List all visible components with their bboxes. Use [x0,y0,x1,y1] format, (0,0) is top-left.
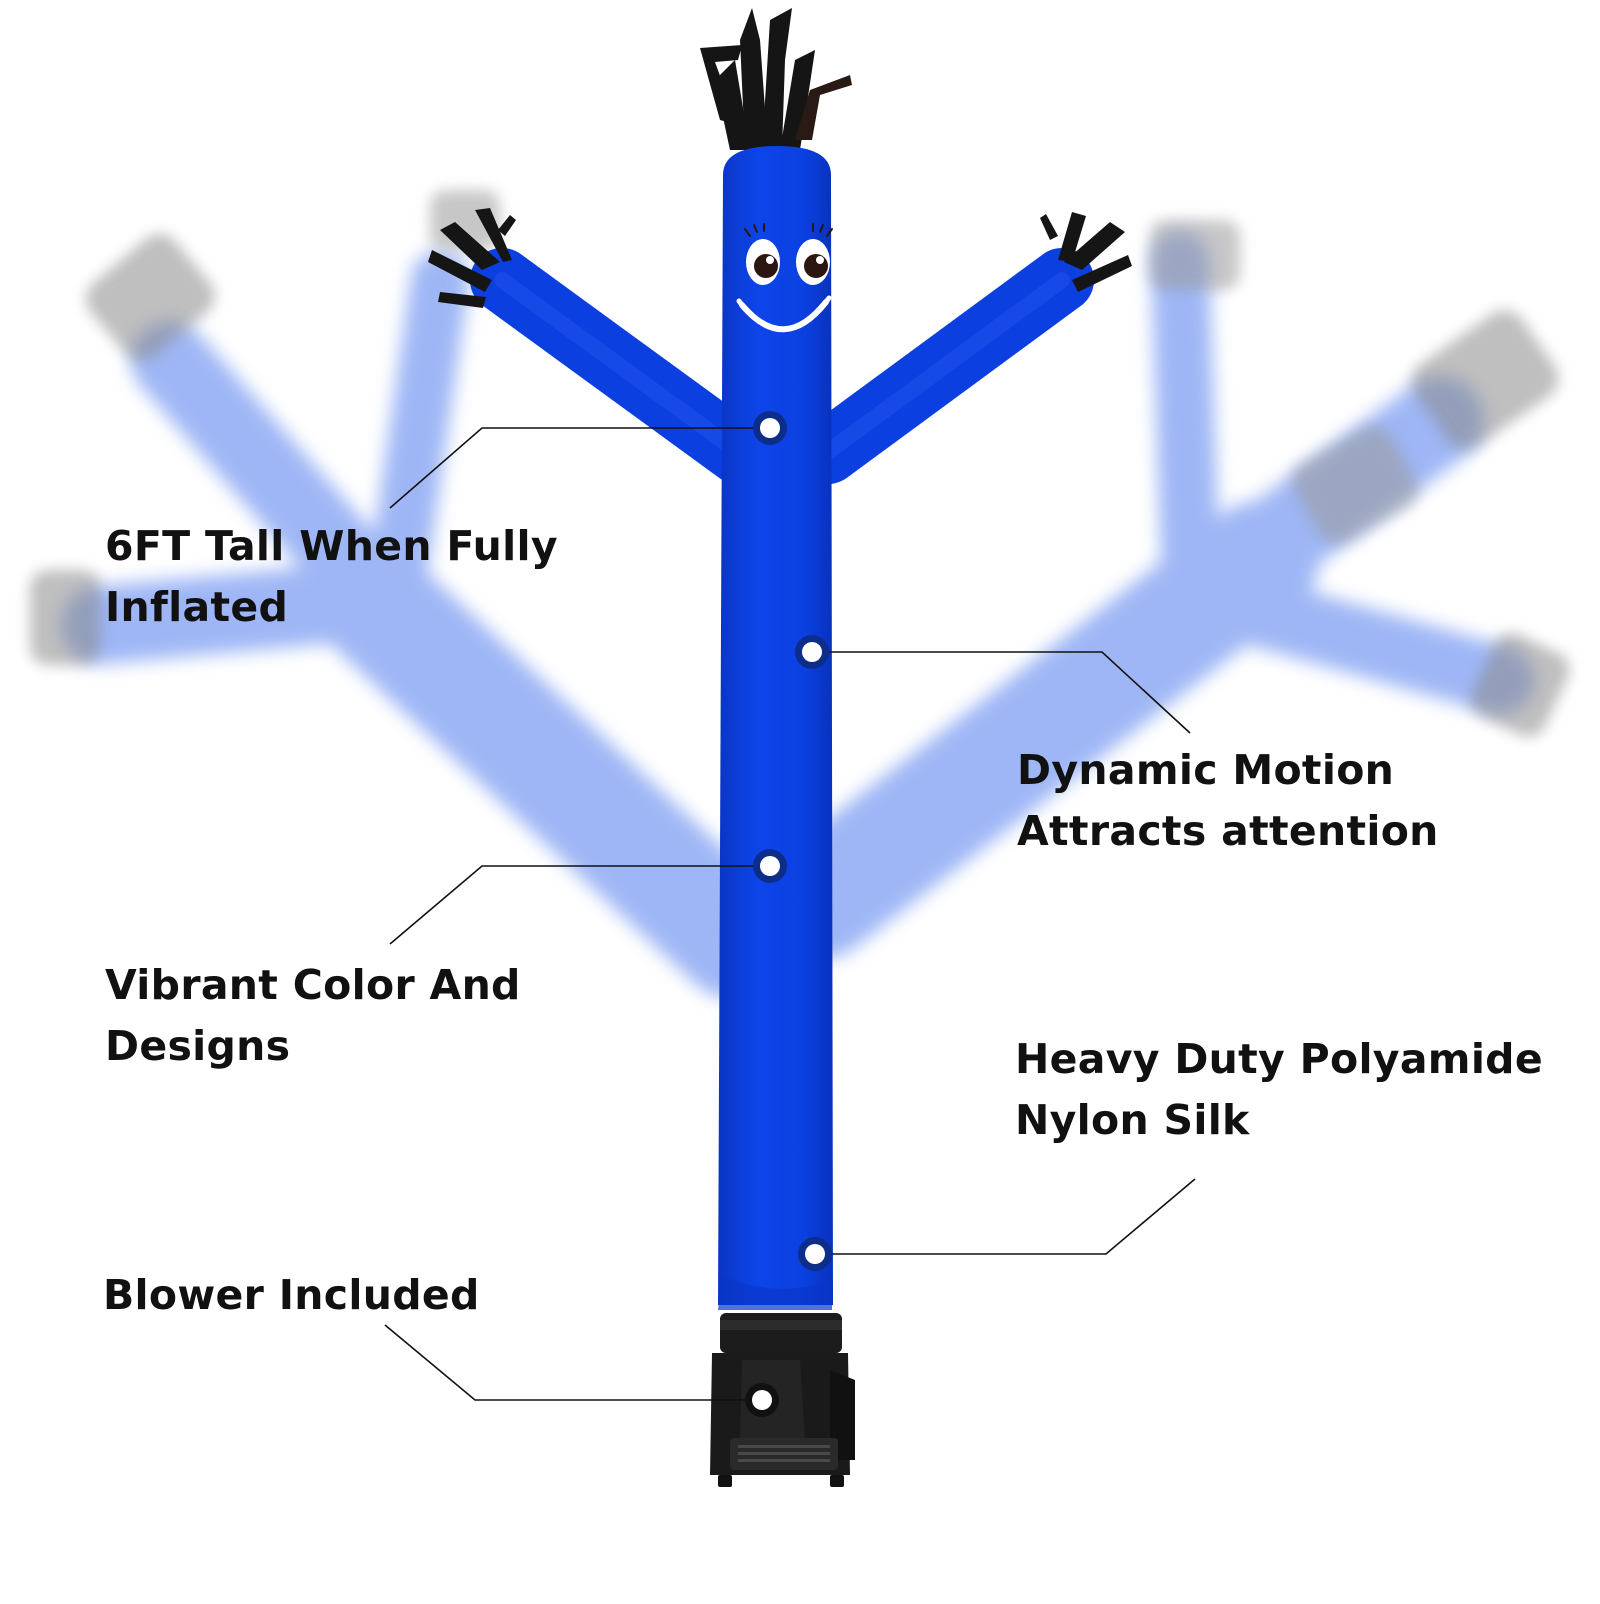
callout-dot-fabric [798,1237,832,1271]
callout-dot-height [753,411,787,445]
callout-label-motion: Dynamic Motion Attracts attention [1017,740,1439,862]
callout-line: Inflated [105,583,289,631]
smiley-face [736,223,833,333]
callout-line: Nylon Silk [1015,1096,1250,1144]
callout-label-height: 6FT Tall When Fully Inflated [105,516,558,638]
callout-dot-blower [745,1383,779,1417]
callout-line: Designs [105,1022,291,1070]
callout-line: Attracts attention [1017,807,1439,855]
callout-line: Dynamic Motion [1017,746,1395,794]
callout-line: Blower Included [103,1271,480,1319]
top-tassels [700,8,852,150]
arms [470,248,1094,484]
callout-line: Heavy Duty Polyamide [1015,1035,1543,1083]
callout-label-fabric: Heavy Duty Polyamide Nylon Silk [1015,1029,1543,1151]
callout-label-color: Vibrant Color And Designs [105,955,521,1077]
leader-lines [384,427,1196,1401]
air-dancer-body [718,146,833,1310]
leader-line-motion [812,651,1191,734]
arm-tassels [428,208,1132,308]
callout-line: 6FT Tall When Fully [105,522,558,570]
leader-line-height [389,427,770,509]
callout-dots [745,411,832,1417]
leader-line-fabric [815,1178,1196,1255]
leader-line-blower [384,1324,762,1401]
callout-line: Vibrant Color And [105,961,521,1009]
motion-ghost-left [61,251,794,999]
callout-dot-motion [795,635,829,669]
leader-line-color [389,865,770,945]
callout-dot-color [753,849,787,883]
callout-label-blower: Blower Included [103,1265,480,1326]
